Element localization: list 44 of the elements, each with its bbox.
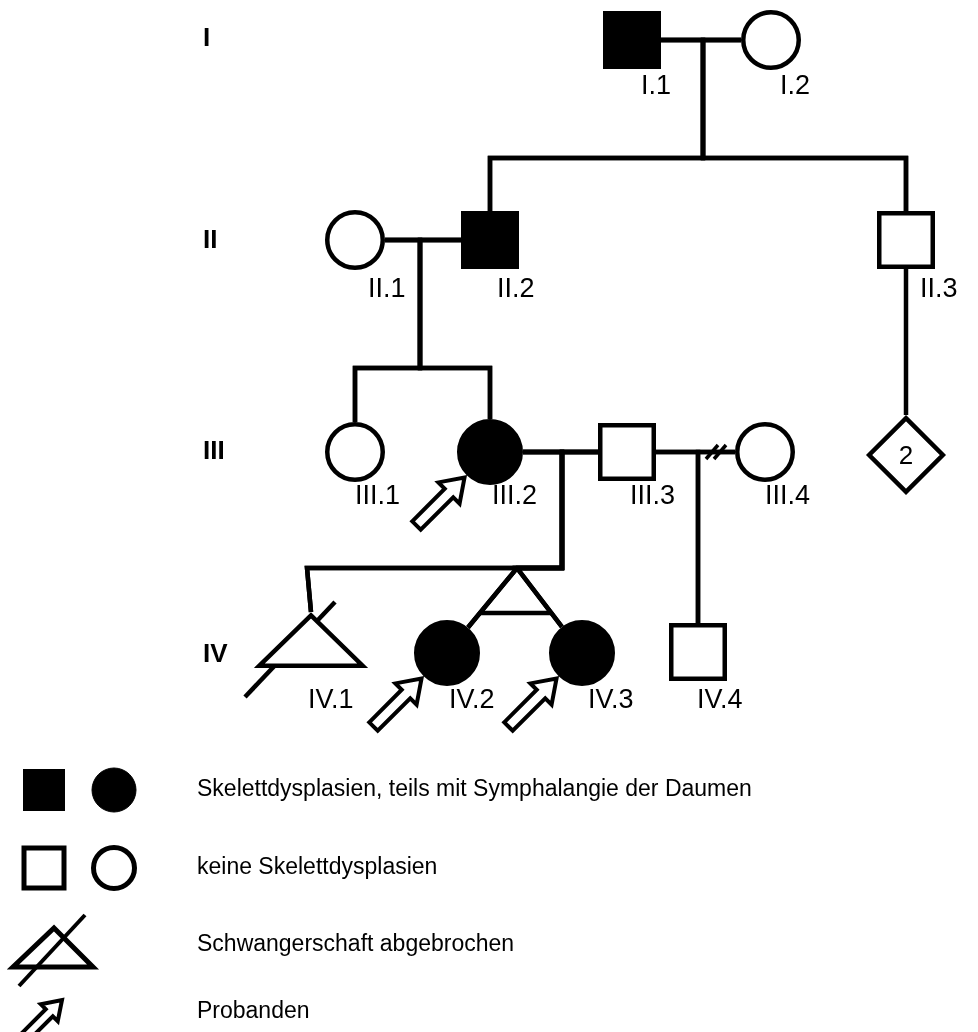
sex-unknown-diamond [866, 415, 946, 495]
descent-line [700, 37, 909, 211]
individual-label: I.2 [780, 72, 811, 99]
female-symbol [325, 210, 385, 270]
individual-label: I.1 [641, 72, 672, 99]
descent-line [512, 449, 598, 629]
female-symbol [457, 419, 523, 485]
male-symbol [598, 423, 656, 481]
male-symbol [603, 11, 661, 69]
individual-label: III.2 [492, 482, 538, 509]
descent-line [903, 269, 909, 415]
female-symbol [325, 422, 385, 482]
legend-text: Probanden [197, 999, 310, 1022]
male-symbol [877, 211, 935, 269]
proband-arrow [366, 675, 425, 734]
male-symbol [461, 211, 519, 269]
female-symbol [735, 422, 795, 482]
individual-label: III.1 [355, 482, 401, 509]
descent-line [417, 237, 493, 419]
legend-text: keine Skelettdysplasien [197, 855, 438, 878]
female-symbol [741, 10, 801, 70]
individual-label: II.3 [920, 275, 958, 302]
proband-arrow [409, 474, 468, 533]
generation-label: II [203, 226, 218, 252]
generation-label: IV [203, 640, 228, 666]
pregnancy-triangle [256, 612, 366, 668]
count-number: 2 [898, 442, 914, 468]
individual-label: IV.1 [308, 686, 354, 713]
generation-label: III [203, 437, 225, 463]
individual-label: IV.2 [449, 686, 495, 713]
individual-label: III.4 [765, 482, 811, 509]
descent-line [695, 449, 735, 623]
legend-text: Skelettdysplasien, teils mit Symphalangie der Daumen [197, 777, 752, 800]
legend-text: Schwangerschaft abgebrochen [197, 932, 515, 955]
male-symbol [669, 623, 727, 681]
female-symbol [549, 620, 615, 686]
individual-label: III.3 [630, 482, 676, 509]
generation-label: I [203, 24, 211, 50]
individual-label: IV.4 [697, 686, 743, 713]
individual-label: IV.3 [588, 686, 634, 713]
individual-label: II.2 [497, 275, 535, 302]
female-symbol [414, 620, 480, 686]
individual-label: II.1 [368, 275, 406, 302]
proband-arrow [501, 675, 560, 734]
